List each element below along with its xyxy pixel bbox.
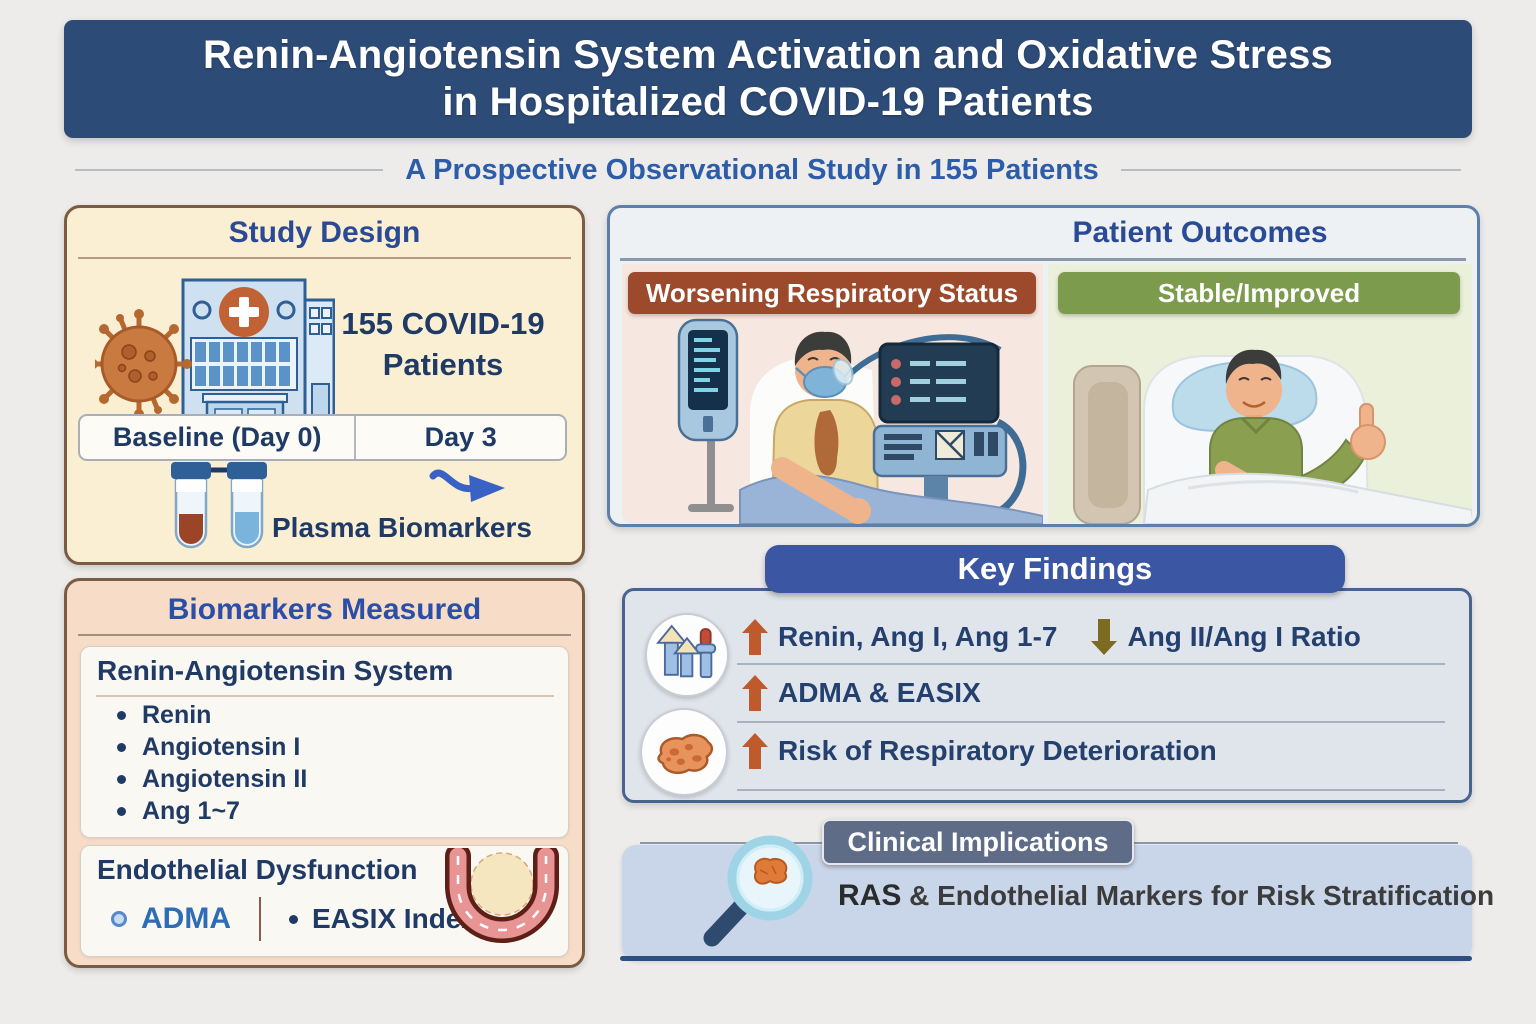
subtitle: A Prospective Observational Study in 155…	[405, 153, 1099, 186]
ras-item-label: Angiotensin I	[142, 732, 301, 761]
endothelial-items-row: ADMA EASIX Index	[111, 894, 477, 944]
ring-bullet-icon	[111, 911, 127, 927]
stable-scene: Stable/Improved	[1048, 264, 1472, 524]
findings-divider	[737, 663, 1445, 665]
key-findings-panel	[622, 588, 1472, 803]
list-item: Ang 1~7	[117, 795, 240, 827]
key-finding-row-2: ADMA & EASIX	[742, 668, 981, 718]
finding-down-text: Ang II/Ang I Ratio	[1127, 621, 1361, 652]
biomarkers-heading-rule	[78, 634, 571, 636]
study-design-heading-rule	[78, 257, 571, 259]
bullet-icon	[289, 914, 298, 924]
timeline-day3: Day 3	[424, 422, 497, 452]
bullet-icon	[117, 742, 126, 752]
worsening-scene: Worsening Respiratory Status	[622, 264, 1043, 524]
down-arrow-icon	[1091, 619, 1118, 655]
key-finding-row-3: Risk of Respiratory Deterioration	[742, 726, 1217, 776]
bullet-icon	[117, 806, 126, 816]
bullet-icon	[117, 710, 126, 720]
bottom-rule	[620, 956, 1472, 961]
title-banner: Renin-Angiotensin System Activation and …	[64, 20, 1472, 138]
key-finding-row-1: Renin, Ang I, Ang 1-7 Ang II/Ang I Ratio	[742, 612, 1361, 662]
findings-divider	[737, 721, 1445, 723]
subtitle-row: A Prospective Observational Study in 155…	[64, 150, 1472, 190]
clinical-text-bold: RAS	[838, 879, 902, 912]
ventilated-patient-illustration	[677, 318, 1043, 524]
ras-card-heading: Renin-Angiotensin System	[97, 655, 454, 686]
timeline-baseline: Baseline (Day 0)	[80, 416, 357, 459]
biomarkers-heading: Biomarkers Measured	[167, 593, 482, 626]
endothelial-card-heading: Endothelial Dysfunction	[97, 854, 418, 885]
worsening-banner: Worsening Respiratory Status	[628, 272, 1036, 314]
plasma-biomarkers-label: Plasma Biomarkers	[272, 512, 532, 543]
study-design-heading: Study Design	[228, 216, 421, 249]
tissue-icon	[640, 708, 728, 796]
curved-arrow-icon	[429, 469, 505, 502]
blood-vessel-icon	[445, 848, 559, 943]
vertical-divider	[259, 897, 261, 941]
list-item: Angiotensin II	[117, 763, 307, 795]
clinical-text-rest: & Endothelial Markers for Risk Stratific…	[901, 880, 1495, 911]
ras-card-rule	[96, 695, 554, 697]
up-arrow-icon	[742, 619, 768, 655]
page-title-line1: Renin-Angiotensin System Activation and …	[203, 33, 1333, 77]
clinical-implications-banner: Clinical Implications	[822, 819, 1134, 865]
patient-outcomes-rule	[620, 258, 1466, 261]
recovering-patient-illustration	[1073, 349, 1472, 524]
bullet-icon	[117, 774, 126, 784]
patients-count: 155 COVID-19 Patients	[318, 303, 568, 385]
virus-icon	[95, 309, 192, 419]
rising-markers-icon	[645, 613, 729, 697]
clinical-implications-text: RAS & Endothelial Markers for Risk Strat…	[838, 879, 1494, 913]
subtitle-rule-right	[1120, 169, 1461, 171]
ras-item-label: Ang 1~7	[142, 796, 240, 825]
timeline-bar: Baseline (Day 0) Day 3	[78, 414, 567, 461]
list-item: Angiotensin I	[117, 731, 300, 763]
page-title-line2: in Hospitalized COVID-19 Patients	[442, 80, 1094, 124]
ras-card: Renin-Angiotensin System Renin Angiotens…	[80, 646, 569, 838]
patients-count-line2: Patients	[382, 347, 504, 382]
patient-outcomes-heading: Patient Outcomes	[1072, 216, 1328, 249]
adma-label: ADMA	[141, 902, 231, 935]
patients-count-line1: 155 COVID-19	[341, 306, 545, 341]
magnifier-icon	[703, 835, 813, 947]
key-findings-banner: Key Findings	[765, 545, 1345, 593]
stable-banner: Stable/Improved	[1058, 272, 1460, 314]
up-arrow-icon	[742, 733, 768, 769]
subtitle-rule-left	[75, 169, 384, 171]
finding-up-text: ADMA & EASIX	[778, 677, 981, 708]
finding-up-text: Risk of Respiratory Deterioration	[778, 735, 1217, 766]
finding-up-text: Renin, Ang I, Ang 1-7	[778, 621, 1058, 652]
test-tubes-icon	[171, 462, 267, 549]
findings-divider	[737, 789, 1445, 791]
ras-item-label: Angiotensin II	[142, 764, 308, 793]
up-arrow-icon	[742, 675, 768, 711]
ras-item-label: Renin	[142, 700, 212, 729]
list-item: Renin	[117, 699, 211, 731]
